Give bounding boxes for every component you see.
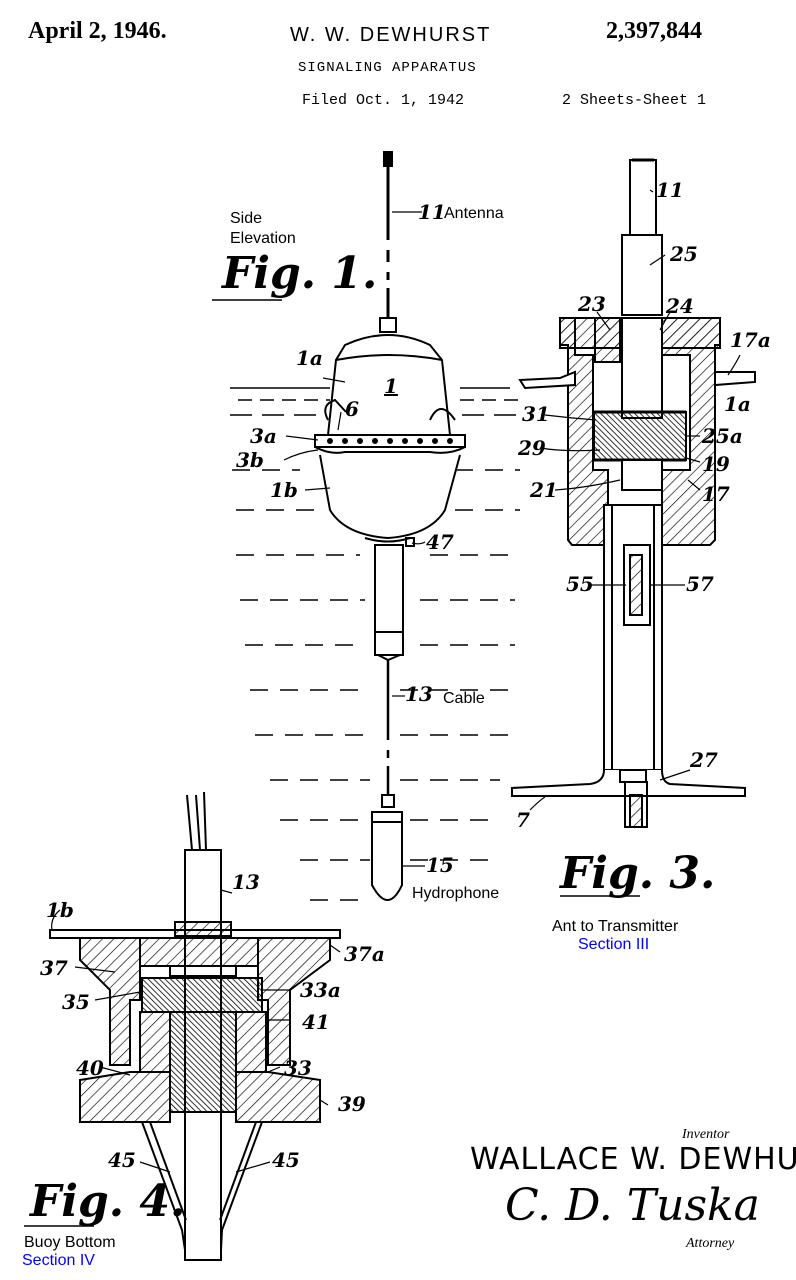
inventor-name: WALLACE W. DEWHURST xyxy=(470,1142,796,1177)
patent-date: April 2, 1946. xyxy=(28,18,167,44)
fig4-ref-39: 39 xyxy=(338,1092,366,1116)
fig1-ref-47: 47 xyxy=(426,530,454,554)
fig3-ref-1a: 1a xyxy=(724,392,751,416)
fig4-section: Section IV xyxy=(22,1252,95,1269)
fig1-drawing xyxy=(230,151,520,901)
fig1-ref-13: 13 xyxy=(405,682,433,706)
fig3-ref-23: 23 xyxy=(578,292,606,316)
fig3-ref-7: 7 xyxy=(516,808,530,832)
fig4-ref-45-left: 45 xyxy=(108,1148,136,1172)
fig3-ref-24: 24 xyxy=(666,294,694,318)
fig3-section: Section III xyxy=(578,936,650,953)
fig4-caption: Buoy Bottom xyxy=(24,1234,116,1251)
inventor-label: Inventor xyxy=(682,1127,730,1142)
fig4-label: Fig. 4. xyxy=(30,1176,186,1227)
attorney-label: Attorney xyxy=(686,1236,735,1251)
fig3-ref-57: 57 xyxy=(686,572,714,596)
hydrophone-annotation: Hydrophone xyxy=(412,885,500,902)
water-lines xyxy=(230,387,520,901)
fig1-ref-6: 6 xyxy=(345,397,359,421)
fig3-ref-19: 19 xyxy=(702,452,730,476)
fig3-ref-17: 17 xyxy=(702,482,730,506)
patent-number: 2,397,844 xyxy=(606,18,702,44)
fig3-ref-11: 11 xyxy=(656,178,684,202)
fig4-drawing xyxy=(49,791,341,1261)
fig4-ref-33a: 33a xyxy=(300,978,341,1002)
fig3-ref-17a: 17a xyxy=(730,328,771,352)
sheet-number: 2 Sheets-Sheet 1 xyxy=(562,92,707,109)
fig3-ref-29: 29 xyxy=(518,436,546,460)
fig3-ref-21: 21 xyxy=(530,478,558,502)
fig4-ref-37a: 37a xyxy=(344,942,385,966)
fig4-ref-13: 13 xyxy=(232,870,260,894)
patent-title: SIGNALING APPARATUS xyxy=(298,60,477,76)
fig3-label: Fig. 3. xyxy=(560,848,716,899)
fig4-ref-1b: 1b xyxy=(46,898,74,922)
fig1-ref-3a: 3a xyxy=(250,424,277,448)
figure-label-underlines xyxy=(24,299,640,1227)
fig3-ref-25a: 25a xyxy=(702,424,743,448)
fig1-ref-1: 1 xyxy=(384,374,398,398)
fig4-ref-40: 40 xyxy=(76,1056,104,1080)
fig4-ref-41: 41 xyxy=(302,1010,330,1034)
inventor-header: W. W. DEWHURST xyxy=(290,24,492,46)
fig3-ref-55: 55 xyxy=(566,572,594,596)
fig4-ref-35: 35 xyxy=(62,990,90,1014)
fig3-ref-25: 25 xyxy=(670,242,698,266)
cable-annotation: Cable xyxy=(443,690,485,707)
fig4-ref-37: 37 xyxy=(40,956,68,980)
attorney-signature: C. D. Tuska xyxy=(505,1180,760,1231)
fig4-ref-45-right: 45 xyxy=(272,1148,300,1172)
fig1-note-elevation: Elevation xyxy=(230,230,296,247)
fig3-drawing xyxy=(511,158,756,828)
fig4-ref-33: 33 xyxy=(284,1056,312,1080)
fig1-ref-3b: 3b xyxy=(236,448,264,472)
fig1-ref-1b: 1b xyxy=(270,478,298,502)
fig3-ref-31: 31 xyxy=(522,402,550,426)
filed-date: Filed Oct. 1, 1942 xyxy=(302,92,465,109)
fig1-note-side: Side xyxy=(230,210,263,227)
fig3-ref-27: 27 xyxy=(690,748,718,772)
antenna-annotation: Antenna xyxy=(444,205,504,222)
fig1-ref-15: 15 xyxy=(426,853,454,877)
fig3-caption: Ant to Transmitter xyxy=(552,918,679,935)
fig1-ref-11: 11 xyxy=(418,200,446,224)
fig1-ref-1a: 1a xyxy=(296,346,323,370)
fig1-label: Fig. 1. xyxy=(222,248,378,299)
